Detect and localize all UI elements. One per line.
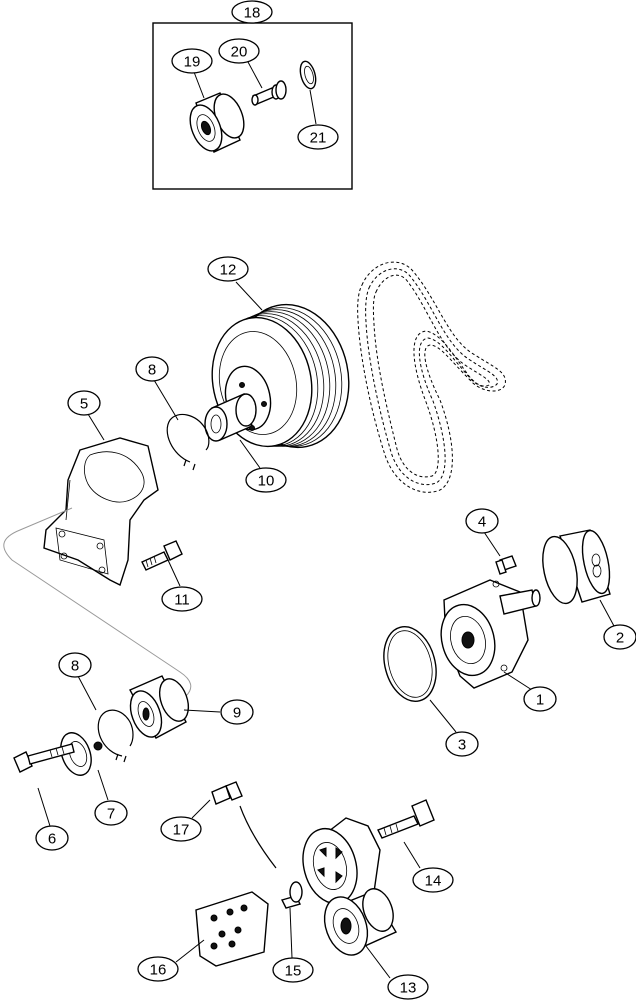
callout-label-17: 17	[173, 822, 190, 839]
dust-cover-7	[60, 732, 103, 776]
callout-14: 14	[412, 867, 454, 893]
callout-16: 16	[137, 956, 179, 982]
callout-label-19: 19	[184, 54, 201, 71]
callout-2: 2	[603, 624, 636, 650]
callout-label-13: 13	[400, 980, 417, 997]
callout-label-14: 14	[425, 873, 442, 890]
callout-label-2: 2	[616, 630, 624, 647]
water-pump-1	[440, 579, 541, 689]
callout-20: 20	[218, 38, 260, 64]
callout-11: 11	[161, 586, 203, 612]
bolt-11	[141, 540, 183, 571]
bolt-20	[251, 80, 287, 106]
bolt-17-path-arc	[239, 805, 277, 869]
callout-18: 18	[231, 0, 273, 24]
callout-8-upper: 8	[135, 356, 169, 382]
callout-label-5: 5	[80, 396, 88, 413]
callout-label-1: 1	[536, 692, 544, 709]
belt-tensioner-13	[302, 817, 398, 956]
callout-5: 5	[67, 390, 101, 416]
callout-label-8-lower: 8	[71, 658, 79, 675]
callout-4: 4	[465, 508, 499, 534]
leader-lines	[37, 61, 615, 979]
callout-label-3: 3	[458, 737, 466, 754]
callout-label-15: 15	[285, 963, 302, 980]
callout-label-16: 16	[150, 962, 167, 979]
callout-13: 13	[387, 974, 429, 1000]
callout-label-21: 21	[310, 130, 327, 147]
callout-19: 19	[171, 48, 213, 74]
callout-17: 17	[160, 816, 202, 842]
callout-6: 6	[35, 825, 69, 851]
idler-pulley-19	[189, 92, 245, 153]
snap-ring-8-lower	[97, 709, 134, 763]
callout-label-20: 20	[231, 44, 248, 61]
callout-label-18: 18	[244, 5, 261, 22]
callout-label-4: 4	[478, 514, 486, 531]
pulley-hub-10	[204, 365, 272, 442]
drive-belt	[357, 261, 506, 493]
callout-label-8-upper: 8	[148, 362, 156, 379]
callout-label-10: 10	[258, 473, 275, 490]
callout-label-12: 12	[220, 262, 237, 279]
mounting-plate-16	[195, 891, 269, 967]
alignment-guide-line	[3, 507, 192, 697]
callout-label-11: 11	[174, 592, 190, 609]
bolt-4	[495, 555, 517, 575]
bolt-14	[377, 799, 435, 839]
callout-9: 9	[220, 699, 254, 725]
callout-1: 1	[523, 686, 557, 712]
snap-ring-8-upper	[166, 413, 210, 471]
bolt-15	[280, 881, 303, 909]
callout-12: 12	[207, 256, 249, 282]
idler-pulley-9	[129, 675, 190, 739]
bolt-6	[13, 743, 75, 773]
callout-8-lower: 8	[58, 652, 92, 678]
mounting-bracket-5	[43, 437, 159, 586]
callout-21: 21	[297, 124, 339, 150]
callout-label-6: 6	[48, 831, 56, 848]
callout-7: 7	[94, 800, 128, 826]
sleeve-2	[542, 529, 611, 605]
callout-15: 15	[272, 957, 314, 983]
callout-label-9: 9	[233, 705, 241, 722]
callout-3: 3	[445, 731, 479, 757]
washer-21	[299, 60, 317, 90]
bolt-17	[211, 781, 243, 805]
callout-label-7: 7	[107, 806, 115, 823]
callout-10: 10	[245, 467, 287, 493]
o-ring-3	[383, 626, 437, 702]
